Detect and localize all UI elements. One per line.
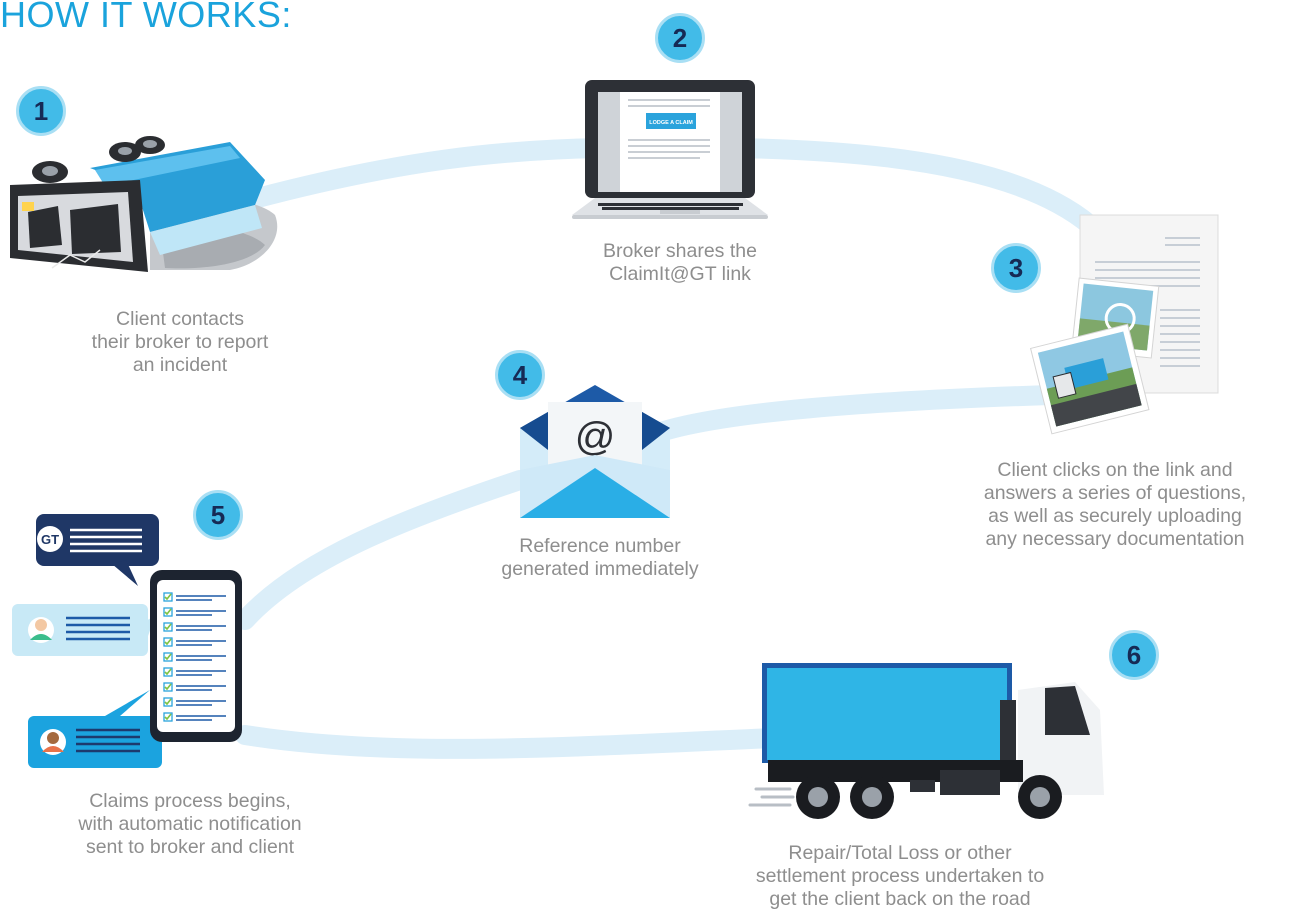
svg-text:LODGE A CLAIM: LODGE A CLAIM [649, 120, 693, 126]
step-4-badge: 4 [495, 350, 545, 400]
step-6-badge: 6 [1109, 630, 1159, 680]
step-1-badge: 1 [16, 86, 66, 136]
svg-text:@: @ [575, 415, 616, 459]
lodge-claim-button [646, 113, 696, 129]
svg-text:GT: GT [41, 532, 59, 547]
email-envelope-icon: @ [520, 385, 670, 518]
step-3-badge: 3 [991, 243, 1041, 293]
step-2-badge: 2 [655, 13, 705, 63]
page-title: HOW IT WORKS: [0, 0, 292, 30]
step-5-caption: Claims process begins,with automatic not… [78, 790, 302, 858]
truck-icon [748, 663, 1104, 819]
step-5-badge: 5 [193, 490, 243, 540]
laptop-icon: LODGE A CLAIM [572, 80, 768, 219]
phone-chat-icon: GT [12, 514, 242, 768]
documents-icon [1029, 214, 1219, 435]
crashed-truck-icon [10, 136, 278, 272]
